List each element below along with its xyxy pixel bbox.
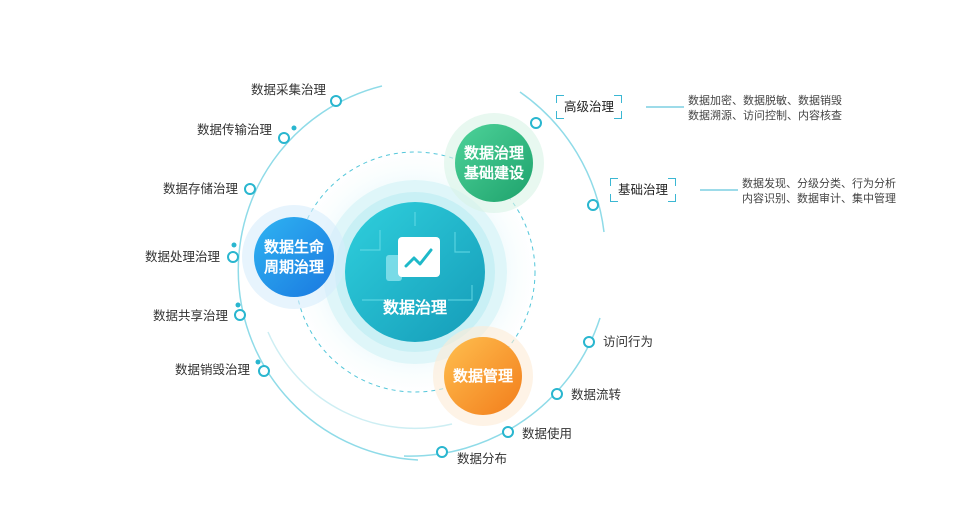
arc-dot xyxy=(291,125,297,131)
advanced-detail-line2: 数据溯源、访问控制、内容核查 xyxy=(688,109,842,122)
node-storage xyxy=(244,183,256,195)
node-collection xyxy=(330,95,342,107)
basic-governance-label: 基础治理 xyxy=(618,182,669,197)
node-advanced xyxy=(530,117,542,129)
advanced-detail-line1: 数据加密、数据脱敏、数据销毁 xyxy=(688,94,842,107)
advanced-governance-detail: 数据加密、数据脱敏、数据销毁 数据溯源、访问控制、内容核查 xyxy=(688,93,842,123)
arc-dot xyxy=(235,302,241,308)
node-flow xyxy=(551,388,563,400)
node-sharing xyxy=(234,309,246,321)
basic-governance-box: 基础治理 xyxy=(610,178,677,202)
node-processing xyxy=(227,251,239,263)
lifecycle-item-sharing: 数据共享治理 xyxy=(152,308,228,323)
lifecycle-item-storage: 数据存储治理 xyxy=(162,181,238,196)
management-item-flow: 数据流转 xyxy=(571,387,622,402)
management-item-access: 访问行为 xyxy=(603,334,654,349)
basic-governance-detail: 数据发现、分级分类、行为分析 内容识别、数据审计、集中管理 xyxy=(742,176,896,206)
foundation-title-line1: 数据治理 xyxy=(463,144,524,162)
node-usage xyxy=(502,426,514,438)
center-title: 数据治理 xyxy=(382,298,447,317)
management-item-distribution: 数据分布 xyxy=(457,451,508,466)
management-bubble: 数据管理 xyxy=(444,337,522,415)
node-transmission xyxy=(278,132,290,144)
basic-detail-line2: 内容识别、数据审计、集中管理 xyxy=(742,192,896,205)
management-title: 数据管理 xyxy=(452,367,513,385)
outer-arc-right-top xyxy=(519,91,605,233)
lifecycle-bubble: 数据生命 周期治理 xyxy=(254,217,334,297)
arc-dot xyxy=(231,242,237,248)
chart-trend-icon xyxy=(386,237,440,281)
inner-arc-bottom xyxy=(267,331,453,430)
basic-detail-line1: 数据发现、分级分类、行为分析 xyxy=(742,177,896,190)
foundation-title-line2: 基础建设 xyxy=(463,164,524,182)
circuit-pattern xyxy=(360,212,473,301)
node-access xyxy=(583,336,595,348)
advanced-governance-label: 高级治理 xyxy=(564,99,615,114)
node-distribution xyxy=(436,446,448,458)
lifecycle-title-line1: 数据生命 xyxy=(263,238,324,256)
lifecycle-item-destruction: 数据销毁治理 xyxy=(174,362,250,377)
lifecycle-title-line2: 周期治理 xyxy=(263,258,324,276)
node-destruction xyxy=(258,365,270,377)
foundation-bubble: 数据治理 基础建设 xyxy=(455,124,533,202)
node-basic xyxy=(587,199,599,211)
management-item-usage: 数据使用 xyxy=(522,426,573,441)
lifecycle-item-processing: 数据处理治理 xyxy=(144,249,220,264)
lifecycle-item-collection: 数据采集治理 xyxy=(250,82,326,97)
outer-arc-left xyxy=(237,85,419,461)
arc-dot xyxy=(255,359,261,365)
advanced-governance-box: 高级治理 xyxy=(556,95,623,119)
lifecycle-item-transmission: 数据传输治理 xyxy=(196,122,272,137)
